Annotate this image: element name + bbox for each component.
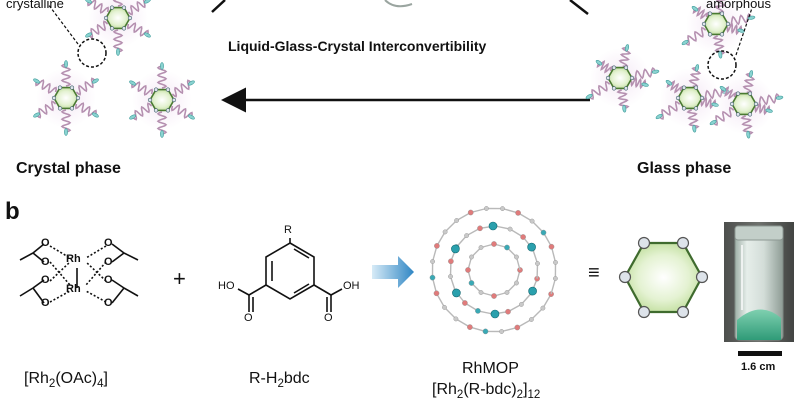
rhmop-label: RhMOP	[462, 360, 519, 377]
rhmop-simplified-hexagon	[618, 236, 709, 319]
glass-phase-cluster	[585, 0, 784, 139]
top-left-arrow-fragment	[211, 0, 226, 13]
amorphous-callout-label: amorphous	[706, 0, 772, 11]
rh-atom-bottom: Rh	[66, 283, 81, 295]
vial-photo	[724, 222, 794, 356]
benzene-ring	[265, 242, 315, 300]
scale-bar	[738, 351, 782, 356]
top-right-arrow-fragment	[569, 0, 589, 15]
panel-b	[19, 206, 794, 356]
oxygen-atom-3: O	[41, 274, 50, 286]
crystalline-callout-label: crystalline	[6, 0, 64, 11]
oh-group-label: OH	[343, 280, 360, 292]
amorphous-callout-circle	[707, 50, 737, 80]
ho-group-label: HO	[218, 280, 235, 292]
crystal-phase-label: Crystal phase	[16, 160, 121, 177]
interconvertibility-title: Liquid-Glass-Crystal Interconvertibility	[228, 38, 487, 54]
rh2oac4-label: [Rh2(OAc)4]	[24, 370, 108, 391]
carbonyl-oxygen-left: O	[244, 312, 253, 324]
plus-sign: +	[173, 266, 186, 291]
rh-atom-top: Rh	[66, 253, 81, 265]
oxygen-atom-1: O	[41, 237, 50, 249]
rhmop-cage-structure	[429, 206, 558, 335]
equivalence-sign: ≡	[588, 262, 600, 284]
crystal-phase-cluster	[33, 0, 195, 138]
r-group-label: R	[284, 224, 292, 236]
oxygen-atom-7: O	[104, 274, 113, 286]
panel-b-letter: b	[5, 198, 20, 225]
oxygen-atom-2: O	[41, 256, 50, 268]
crystalline-callout-line	[47, 3, 79, 45]
oxygen-atom-6: O	[104, 256, 113, 268]
rhmop-formula: [Rh2(R-bdc)2]12	[432, 381, 541, 402]
oxygen-atom-5: O	[104, 237, 113, 249]
crystalline-callout-circle	[77, 38, 107, 68]
top-center-fragment	[384, 0, 413, 8]
oxygen-atom-8: O	[104, 297, 113, 309]
rh2oac4-structure	[19, 243, 139, 304]
oxygen-atom-4: O	[41, 297, 50, 309]
green-powder	[737, 309, 781, 340]
amorphous-callout-line	[735, 7, 753, 56]
blue-reaction-arrow	[372, 256, 414, 288]
carbonyl-oxygen-right: O	[324, 312, 333, 324]
panel-a	[33, 0, 784, 139]
rh2bdc-label: R-H2bdc	[249, 370, 310, 391]
glass-phase-label: Glass phase	[637, 160, 732, 177]
rh2bdc-structure	[237, 238, 343, 312]
scale-bar-label: 1.6 cm	[741, 361, 776, 373]
